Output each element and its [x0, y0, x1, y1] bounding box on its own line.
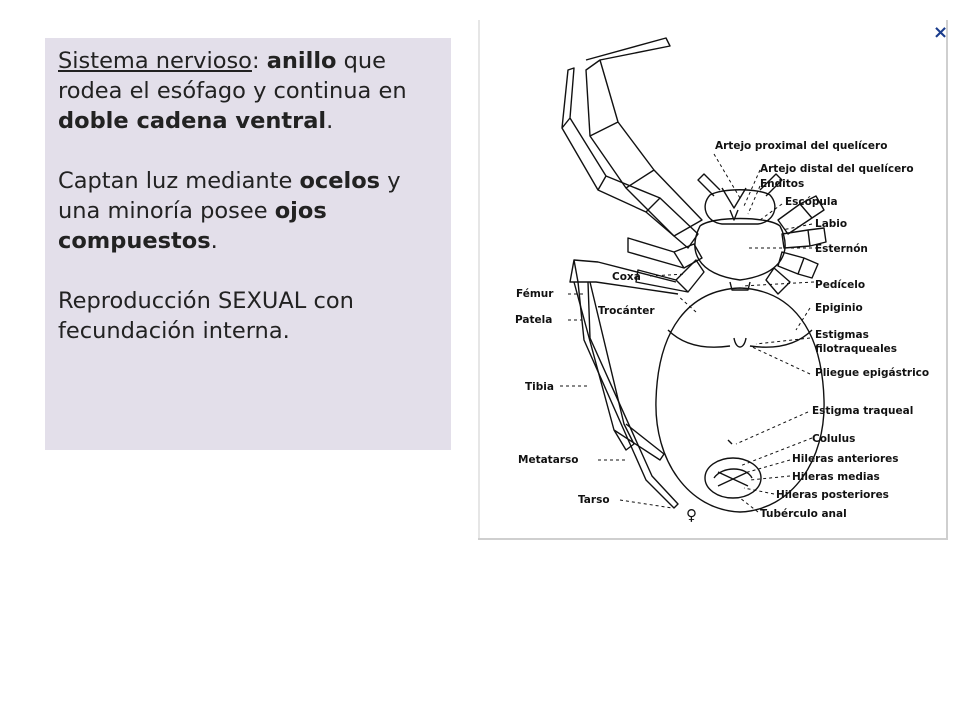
epigastric-lines	[667, 329, 813, 348]
frame-edge-left	[478, 20, 480, 540]
text-run: Captan luz mediante	[58, 168, 300, 194]
leader-enditos	[747, 185, 761, 215]
leader-coxa	[649, 273, 687, 277]
label-estigma-traqueal: Estigma traqueal	[812, 405, 913, 417]
label-pliegue: Pliegue epigástrico	[815, 367, 929, 379]
paragraph-vision: Captan luz mediante ocelos y una minoría…	[58, 166, 437, 256]
label-hileras-anteriores: Hileras anteriores	[792, 453, 899, 465]
label-esternon: Esternón	[815, 243, 868, 255]
label-epiginio: Epiginio	[815, 302, 863, 314]
leader-artejo-proximal	[713, 153, 741, 199]
text-run: Reproducción SEXUAL con fecundación inte…	[58, 288, 354, 344]
leader-pliegue	[749, 345, 811, 375]
label-coxa: Coxa	[612, 271, 641, 283]
label-estigmas-2: filotraqueales	[815, 343, 897, 355]
label-escopula: Escópula	[785, 196, 838, 208]
leader-estigmas	[755, 337, 811, 345]
label-pedicelo: Pedícelo	[815, 279, 865, 291]
spider-diagram-svg: Artejo proximal del quelícero Artejo dis…	[515, 37, 929, 524]
female-symbol-icon: ♀	[686, 506, 697, 524]
epiginio-shape	[733, 337, 747, 348]
leader-hileras-posteriores	[743, 487, 775, 495]
spinnerets-outline	[704, 457, 762, 499]
frame-edge-bottom	[478, 538, 948, 540]
text-run: .	[326, 108, 334, 134]
label-tibia: Tibia	[525, 381, 554, 393]
coxa-left	[635, 259, 705, 293]
label-labio: Labio	[815, 218, 847, 230]
text-run: .	[210, 228, 218, 254]
term-ojos-compuestos: ojos compuestos	[58, 198, 327, 254]
label-artejo-distal: Artejo distal del quelícero	[760, 163, 914, 175]
close-icon[interactable]: ×	[933, 22, 949, 43]
label-colulus: Colulus	[812, 433, 855, 445]
paragraph-reproduction: Reproducción SEXUAL con fecundación inte…	[58, 286, 437, 346]
spider-diagram: Artejo proximal del quelícero Artejo dis…	[478, 20, 950, 540]
leader-estigma-traqueal	[735, 411, 809, 445]
leg-3-left	[627, 237, 703, 269]
label-tuberculo: Tubérculo anal	[760, 508, 847, 520]
spinnerets-detail	[713, 468, 753, 487]
leader-tarso	[619, 499, 673, 509]
leg-3-right	[777, 251, 819, 279]
label-hileras-medias: Hileras medias	[792, 471, 880, 483]
leg-4-left-b	[577, 281, 679, 509]
text-run: que rodea el esófago y continua en	[58, 48, 407, 104]
leg-1-left	[585, 37, 703, 237]
label-estigmas-1: Estigmas	[815, 329, 869, 341]
leader-escopula	[759, 203, 783, 221]
leader-tuberculo	[739, 497, 759, 513]
palps	[697, 173, 783, 197]
leader-hileras-anteriores	[747, 459, 791, 473]
leader-colulus	[739, 437, 813, 467]
term-sistema-nervioso: Sistema nervioso	[58, 48, 252, 74]
label-patela: Patela	[515, 314, 552, 326]
abdomen-outline	[655, 287, 825, 513]
label-femur: Fémur	[516, 288, 554, 300]
frame-edge-right	[946, 20, 948, 540]
label-hileras-posteriores: Hileras posteriores	[776, 489, 889, 501]
label-enditos: Enditos	[760, 178, 804, 190]
leader-epiginio	[795, 307, 811, 331]
leader-trocanter	[677, 295, 697, 313]
label-tarso: Tarso	[578, 494, 610, 506]
leg-4-right	[765, 267, 791, 295]
leg-2-right	[781, 227, 827, 249]
leg-1-right	[777, 195, 825, 235]
leader-labio	[781, 223, 813, 231]
term-doble-cadena: doble cadena ventral	[58, 108, 327, 134]
leg-4-left-a	[569, 259, 679, 461]
text-run: :	[251, 48, 267, 74]
label-trocanter: Trocánter	[598, 305, 655, 317]
paragraph-nervous-system: Sistema nervioso: anillo que rodea el es…	[58, 46, 437, 136]
text-panel: Sistema nervioso: anillo que rodea el es…	[45, 38, 451, 450]
leader-artejo-distal	[743, 169, 761, 207]
term-anillo: anillo	[266, 48, 337, 74]
chelicerae-lines	[721, 187, 747, 221]
label-metatarso: Metatarso	[518, 454, 578, 466]
leg-2-left	[561, 67, 699, 249]
spider-body-drawing	[561, 37, 827, 513]
colulus-mark	[727, 439, 733, 445]
leader-hileras-medias	[749, 475, 791, 481]
mouthparts-outline	[704, 189, 776, 225]
pedicel-shape	[729, 281, 751, 291]
text-run: y una minoría posee	[58, 168, 401, 224]
term-ocelos: ocelos	[299, 168, 381, 194]
leader-pedicelo	[741, 281, 815, 287]
label-artejo-proximal: Artejo proximal del quelícero	[715, 140, 887, 152]
leader-lines	[560, 153, 818, 513]
